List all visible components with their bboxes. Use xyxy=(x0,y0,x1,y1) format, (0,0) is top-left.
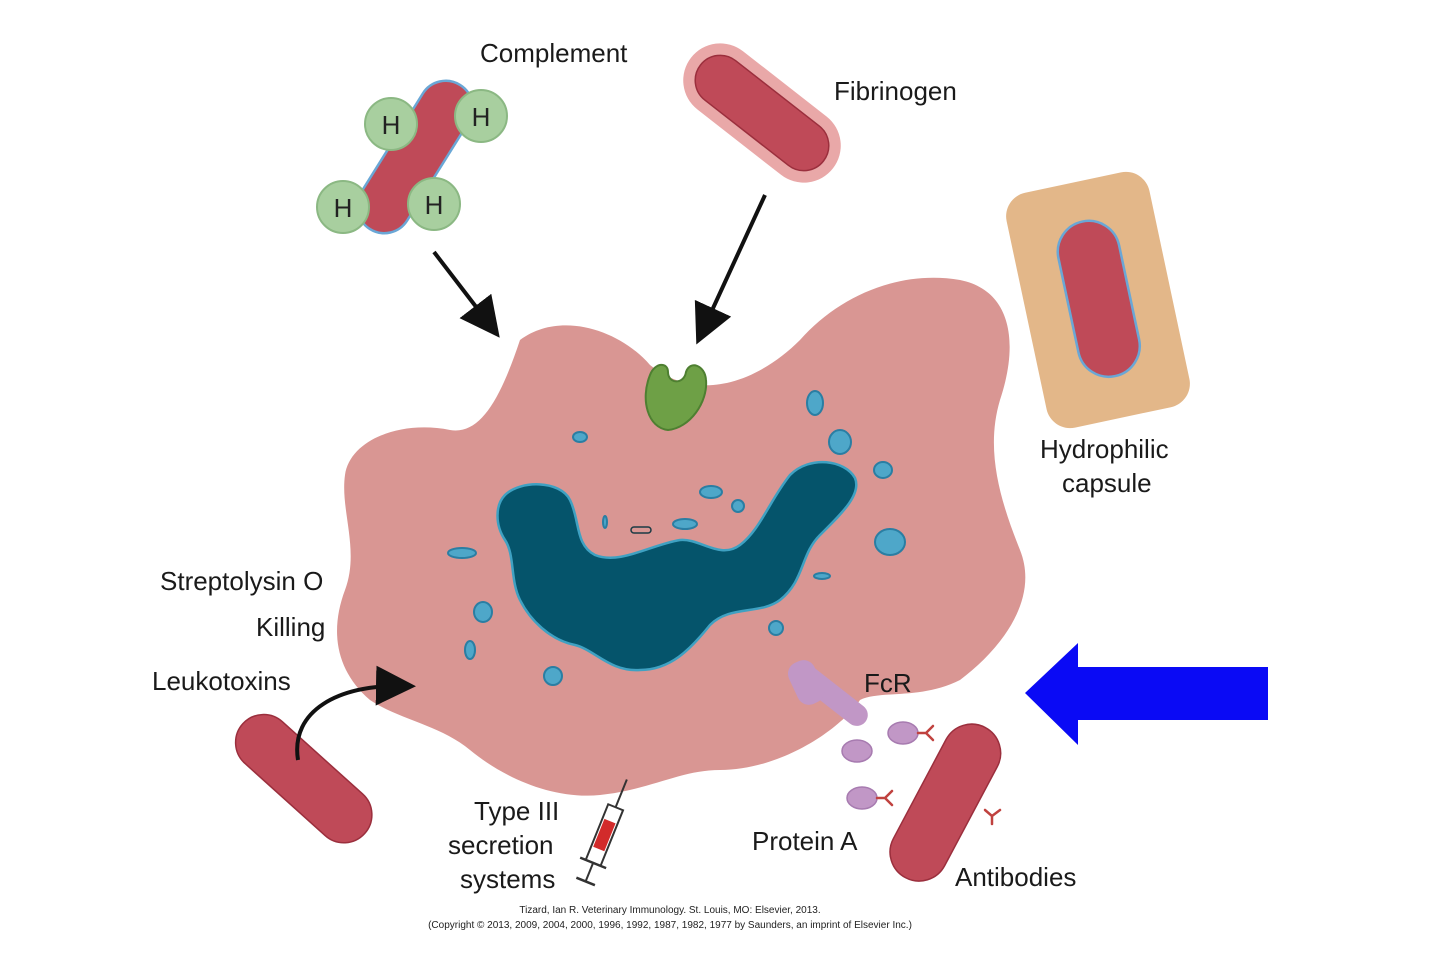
protein-a-molecules xyxy=(841,721,919,810)
type3-label-line3: systems xyxy=(460,864,555,894)
leukotoxin-arrow xyxy=(295,665,416,761)
antibodies-label: Antibodies xyxy=(955,862,1076,892)
type3-label-line1: Type III xyxy=(474,796,559,826)
fibrinogen-coated-bacterium xyxy=(683,43,841,183)
h-label: H xyxy=(382,110,401,140)
complement-coated-bacterium: H H H H xyxy=(316,79,508,235)
protein-a-label: Protein A xyxy=(752,826,858,856)
killing-label: Killing xyxy=(256,612,325,642)
complement-label: Complement xyxy=(480,38,628,68)
h-label: H xyxy=(472,102,491,132)
citation-line-2: (Copyright © 2013, 2009, 2004, 2000, 199… xyxy=(428,920,912,931)
citation-line-1: Tizard, Ian R. Veterinary Immunology. St… xyxy=(519,905,820,916)
phagocyte-cell xyxy=(337,277,1026,796)
protein-a-bacterium xyxy=(889,723,1002,882)
fibrinogen-arrow xyxy=(694,194,767,345)
small-granule-outline xyxy=(630,526,652,534)
encapsulated-bacterium xyxy=(1006,171,1190,429)
streptolysin-label: Streptolysin O xyxy=(160,566,323,596)
fcr-label: FcR xyxy=(864,668,912,698)
h-label: H xyxy=(334,193,353,223)
h-label: H xyxy=(425,190,444,220)
complement-h-markers: H H H H xyxy=(316,89,508,234)
fc-receptor xyxy=(787,660,868,726)
large-left-arrow-icon xyxy=(1025,643,1268,745)
leukotoxins-label: Leukotoxins xyxy=(152,666,291,696)
fibrinogen-label: Fibrinogen xyxy=(834,76,957,106)
capsule-label: capsule xyxy=(1062,468,1152,498)
fibrinogen-receptor xyxy=(644,363,708,432)
nucleus xyxy=(496,460,858,672)
type3-label-line2: secretion xyxy=(448,830,554,860)
syringe-icon xyxy=(575,779,628,887)
leukotoxin-bacterium xyxy=(234,713,373,844)
antibody-icons xyxy=(875,724,1002,826)
complement-arrow xyxy=(432,250,500,338)
hydrophilic-label: Hydrophilic xyxy=(1040,434,1169,464)
granules xyxy=(447,390,906,686)
